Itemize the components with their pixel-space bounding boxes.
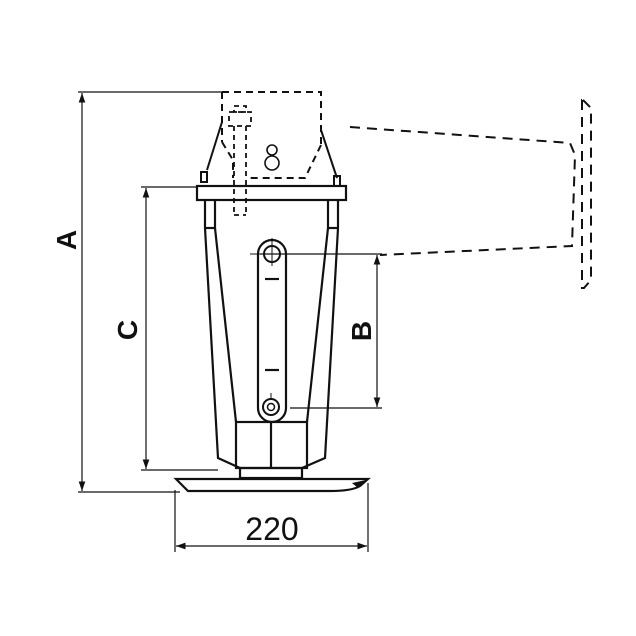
link-arm [256, 238, 288, 424]
dimension-width [174, 483, 369, 552]
dimension-width-label: 220 [245, 511, 298, 547]
dimension-b-label: B [346, 321, 377, 341]
top-plate [195, 184, 348, 202]
upper-pin [250, 238, 294, 266]
lower-pin [262, 393, 280, 416]
dimension-c [141, 186, 218, 471]
dimension-a-label: A [51, 230, 82, 250]
extended-position-hidden [349, 99, 592, 289]
foot-plate [173, 477, 371, 493]
dimension-c-label: C [112, 320, 143, 340]
top-bracket-hidden [221, 91, 322, 179]
bolt-hidden [228, 105, 252, 216]
foot-plate-edge [352, 480, 366, 488]
bracket-holes [264, 144, 280, 171]
dimension-a [78, 91, 222, 493]
bracket-ribs [200, 121, 341, 187]
